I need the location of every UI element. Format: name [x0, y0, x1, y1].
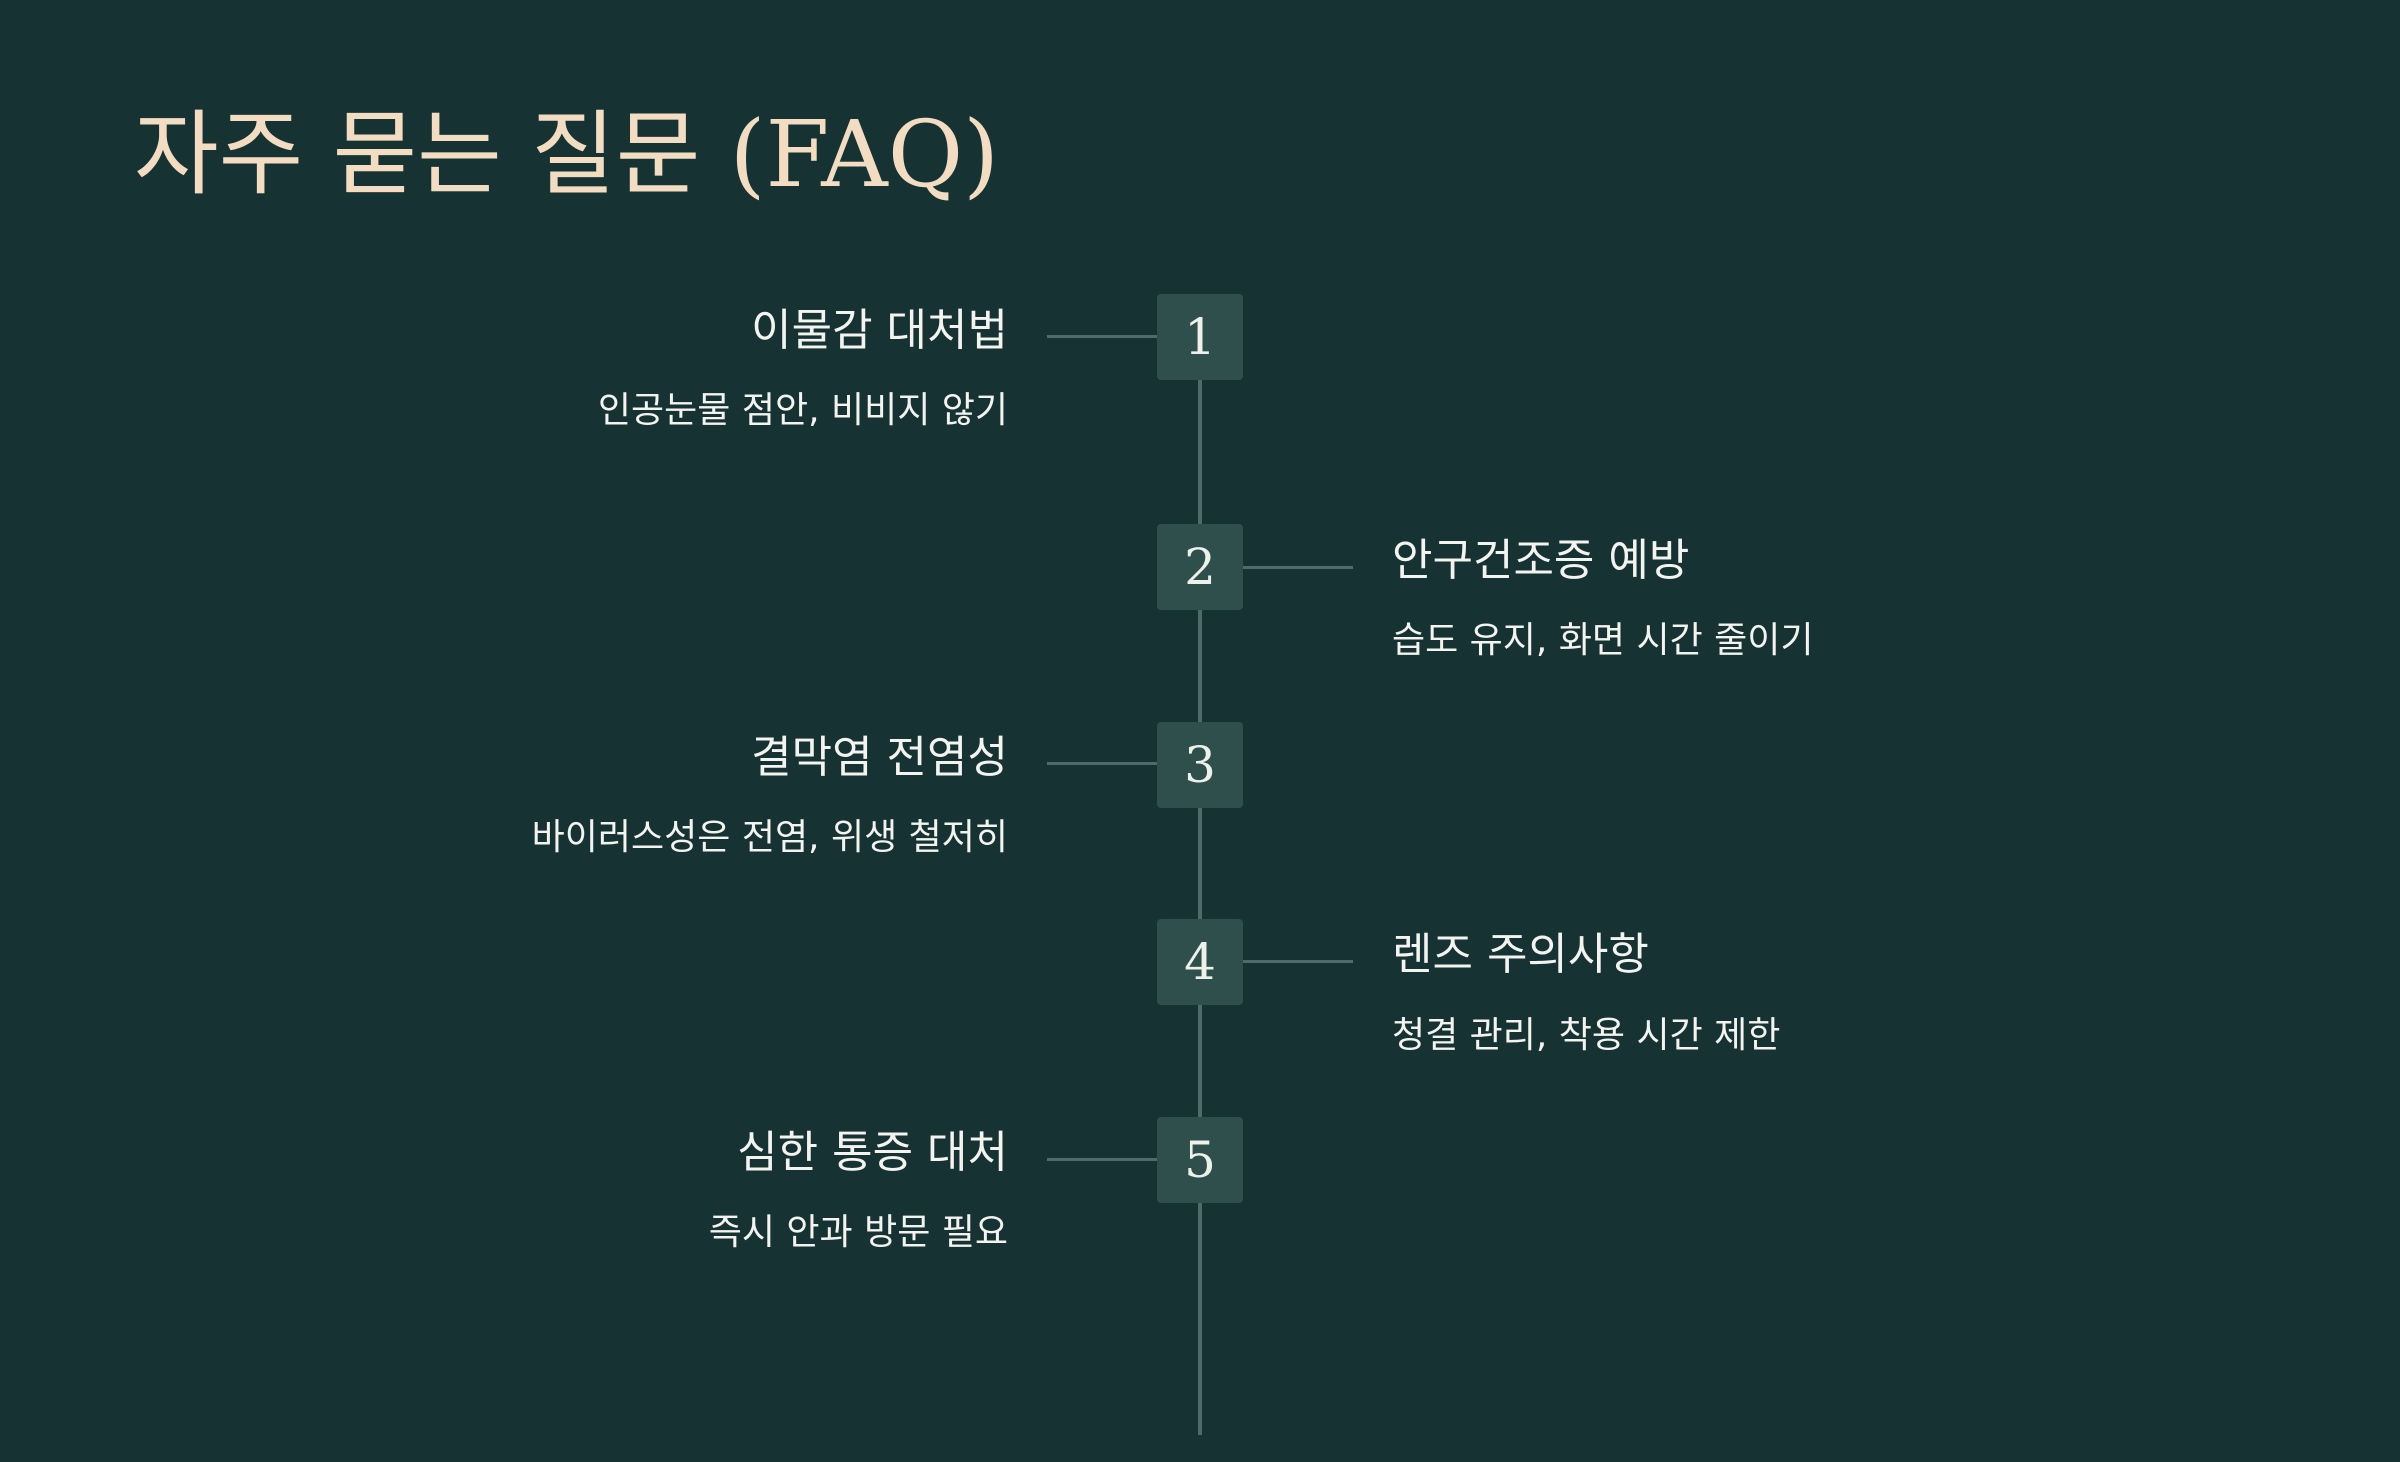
- faq-detail-3: 바이러스성은 전염, 위생 철저히: [531, 817, 1008, 858]
- faq-title-2: 안구건조증 예방: [1392, 535, 1690, 586]
- step-marker-2: 2: [1157, 524, 1243, 610]
- faq-title-4: 렌즈 주의사항: [1392, 929, 1649, 980]
- step-marker-4: 4: [1157, 919, 1243, 1005]
- faq-title-5: 심한 통증 대처: [737, 1127, 1008, 1178]
- faq-detail-4: 청결 관리, 착용 시간 제한: [1392, 1015, 1781, 1056]
- step-marker-1: 1: [1157, 294, 1243, 380]
- connector-line-4: [1243, 960, 1353, 963]
- step-marker-5: 5: [1157, 1117, 1243, 1203]
- faq-detail-5: 즉시 안과 방문 필요: [708, 1212, 1008, 1253]
- faq-title-1: 이물감 대처법: [751, 305, 1008, 356]
- step-marker-3: 3: [1157, 722, 1243, 808]
- connector-line-5: [1047, 1158, 1157, 1161]
- page-title: 자주 묻는 질문 (FAQ): [134, 101, 1000, 208]
- timeline-axis: [1198, 335, 1202, 1435]
- faq-title-3: 결막염 전염성: [751, 732, 1008, 783]
- connector-line-1: [1047, 335, 1157, 338]
- faq-detail-2: 습도 유지, 화면 시간 줄이기: [1392, 620, 1814, 661]
- connector-line-2: [1243, 566, 1353, 569]
- connector-line-3: [1047, 762, 1157, 765]
- faq-detail-1: 인공눈물 점안, 비비지 않기: [597, 390, 1008, 431]
